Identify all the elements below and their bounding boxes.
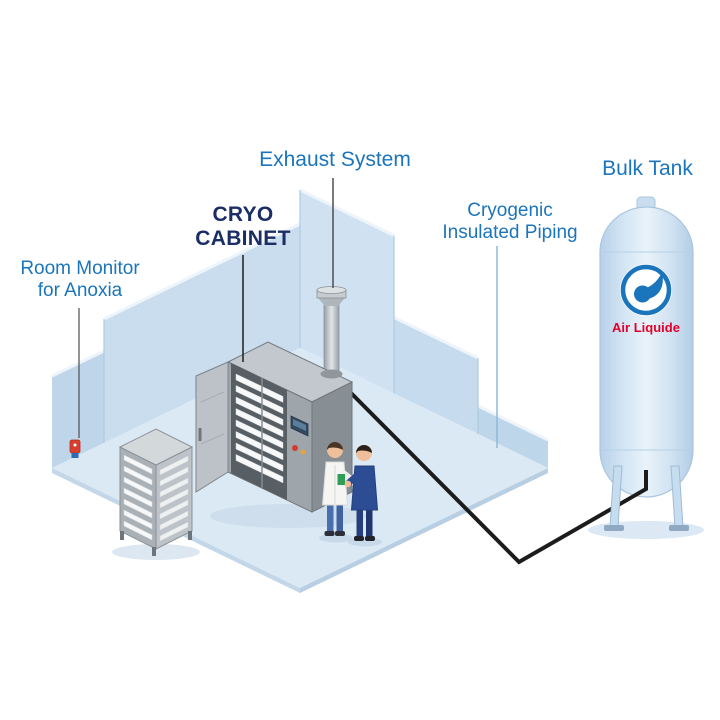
jacket (350, 465, 379, 511)
tank-foot (669, 525, 689, 531)
label-text: Exhaust System (259, 148, 411, 171)
label-text: CABINET (195, 227, 291, 251)
room-walls (51, 188, 549, 468)
tank-foot (604, 525, 624, 531)
hair (327, 442, 343, 450)
rack-leg (120, 531, 124, 540)
label-text: Room Monitor (20, 258, 140, 279)
cabinet-shelves (235, 373, 284, 484)
exhaust-stack (316, 286, 347, 375)
label-cryo-cabinet: CRYO CABINET (160, 203, 326, 251)
wall-right-low (478, 406, 548, 468)
wall-exhaust-panel (300, 190, 394, 394)
wall-lip (299, 188, 395, 237)
door-handle (198, 428, 202, 441)
wall-left-low (52, 351, 104, 468)
label-cryogenic-piping: Cryogenic Insulated Piping (418, 200, 602, 244)
person-technician (344, 445, 382, 547)
wall-lip (477, 404, 549, 442)
wall-right-mid (394, 317, 478, 434)
rack-leg (152, 547, 156, 556)
shoe (365, 536, 375, 541)
label-text: Insulated Piping (442, 221, 578, 243)
bulk-tank: Air Liquide (588, 196, 704, 539)
wall-left-back (104, 224, 300, 443)
label-exhaust-system: Exhaust System (230, 148, 440, 172)
logo-ring (620, 264, 672, 316)
wall-lip (393, 316, 479, 360)
shelf-rack (112, 428, 200, 560)
monitor-led (73, 443, 77, 447)
shoe (335, 531, 345, 536)
room-monitor-device (69, 439, 81, 458)
cabinet-door-open (195, 361, 229, 493)
logo-horn (642, 272, 663, 299)
amber-button (300, 449, 306, 455)
label-text: Cryogenic (467, 200, 553, 221)
cabinet-control-panel (290, 415, 309, 455)
rack-trays-right (159, 455, 189, 542)
label-text: for Anoxia (37, 279, 123, 301)
red-button (292, 445, 298, 451)
wall-lip (103, 222, 301, 321)
wall-lip (51, 349, 105, 378)
label-text: CRYO (212, 203, 274, 226)
air-liquide-logo (620, 264, 672, 316)
control-screen-glow (293, 419, 306, 431)
hair (356, 445, 372, 453)
rack-trays-left (123, 454, 153, 541)
leader-lines (78, 178, 498, 448)
exhaust-cap-top (316, 286, 347, 294)
tank-body (599, 206, 694, 498)
rack-top (118, 428, 194, 466)
tank-legs (604, 465, 689, 531)
monitor-base (71, 453, 79, 458)
shoe (324, 531, 335, 536)
rack-leg (188, 531, 192, 540)
cryogenic-insulated-pipe (348, 390, 648, 565)
door-detail (200, 391, 225, 403)
label-room-monitor: Room Monitor for Anoxia (0, 258, 160, 302)
air-liquide-wordmark: Air Liquide (612, 320, 680, 335)
trouser-leg (356, 507, 363, 538)
door-detail (200, 433, 225, 445)
floor-edge-right (300, 468, 548, 593)
label-bulk-tank: Bulk Tank (560, 157, 720, 181)
trouser-leg (336, 502, 343, 533)
exhaust-flare (318, 298, 345, 306)
exhaust-base (320, 369, 343, 379)
exhaust-pipe (323, 297, 340, 375)
trouser-leg (366, 507, 373, 538)
green-folder (337, 474, 345, 485)
shoe (354, 536, 364, 541)
label-text: Bulk Tank (602, 157, 693, 180)
hand (344, 480, 352, 488)
trouser-leg (327, 502, 334, 533)
